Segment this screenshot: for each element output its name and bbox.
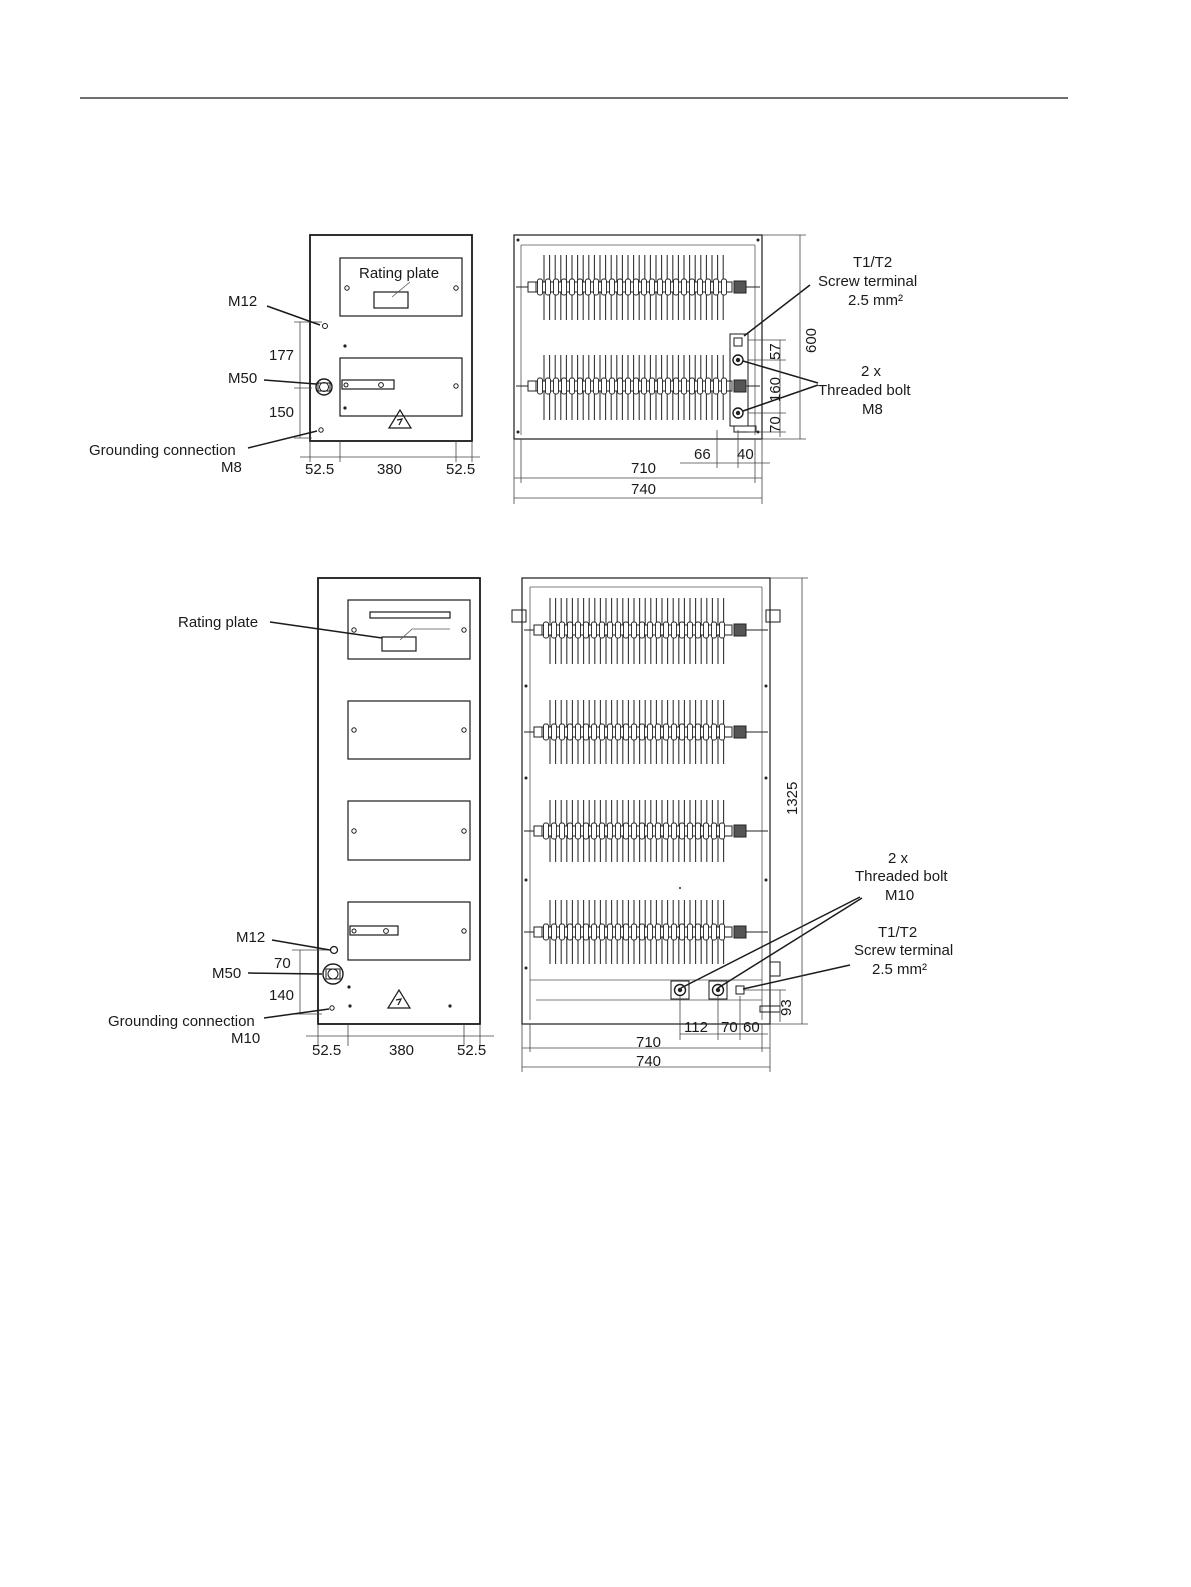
large-ground-size-label: M10: [231, 1030, 260, 1047]
large-resistor-element-2: [524, 700, 768, 764]
small-bolt-size-label: M8: [862, 401, 883, 418]
large-unit-front-view: [512, 578, 862, 1072]
small-terminal-size-label: 2.5 mm²: [848, 292, 903, 309]
small-dim-150: 150: [269, 404, 294, 421]
large-m12-label: M12: [236, 929, 265, 946]
large-bolt-count-label: 2 x: [888, 850, 909, 867]
small-dim-66: 66: [694, 446, 711, 463]
small-dim-177: 177: [269, 347, 294, 364]
large-dim-93: 93: [778, 999, 795, 1016]
small-dim-57: 57: [767, 343, 784, 360]
large-dim-width-right: 52.5: [457, 1042, 486, 1059]
small-dim-70: 70: [767, 416, 784, 433]
small-dim-710: 710: [631, 460, 656, 477]
large-resistor-element-1: [524, 598, 768, 664]
large-bolt-size-label: M10: [885, 887, 914, 904]
small-dim-160: 160: [767, 377, 784, 402]
small-screw-terminal-icon: [734, 338, 742, 346]
large-m50-label: M50: [212, 965, 241, 982]
large-ground-point-icon: [330, 1006, 334, 1010]
small-m50-label: M50: [228, 370, 257, 387]
large-m12-hole-icon: [331, 947, 338, 954]
small-m12-label: M12: [228, 293, 257, 310]
small-resistor-element-top: [516, 255, 760, 320]
large-dim-width-left: 52.5: [312, 1042, 341, 1059]
large-dim-70-bottom: 70: [721, 1019, 738, 1036]
large-m50-gland-icon: [323, 964, 343, 984]
small-dim-600: 600: [803, 328, 820, 353]
small-ground-leader: [248, 431, 317, 448]
small-dim-width-left: 52.5: [305, 461, 334, 478]
small-unit-front-view: [514, 235, 818, 504]
large-bolt-type-label: Threaded bolt: [855, 868, 948, 885]
small-m50-gland-icon: [316, 379, 332, 395]
small-bolt-type-label: Threaded bolt: [818, 382, 911, 399]
small-bolt-count-label: 2 x: [861, 363, 882, 380]
large-resistor-element-4: [524, 900, 768, 964]
large-dim-1325: 1325: [784, 782, 801, 815]
small-rating-plate-label: Rating plate: [359, 265, 439, 282]
large-screw-terminal-icon: [736, 986, 744, 994]
small-ground-label: Grounding connection: [89, 442, 236, 459]
small-m12-hole-icon: [323, 324, 328, 329]
large-resistor-element-3: [524, 800, 768, 862]
large-terminal-size-label: 2.5 mm²: [872, 961, 927, 978]
small-m50-leader: [264, 380, 316, 384]
large-dim-70-left: 70: [274, 955, 291, 972]
small-m12-leader: [267, 306, 320, 325]
large-ground-label: Grounding connection: [108, 1013, 255, 1030]
small-terminal-type-label: Screw terminal: [818, 273, 917, 290]
small-dim-width-mid: 380: [377, 461, 402, 478]
large-dim-740: 740: [636, 1053, 661, 1070]
small-dim-40: 40: [737, 446, 754, 463]
large-rating-plate-label: Rating plate: [178, 614, 258, 631]
large-dim-140: 140: [269, 987, 294, 1004]
large-terminal-type-label: Screw terminal: [854, 942, 953, 959]
large-dim-width-mid: 380: [389, 1042, 414, 1059]
small-dim-width-right: 52.5: [446, 461, 475, 478]
small-dim-740: 740: [631, 481, 656, 498]
small-ground-size-label: M8: [221, 459, 242, 476]
large-terminal-label: T1/T2: [878, 924, 917, 941]
small-resistor-element-bottom: [516, 355, 760, 420]
small-terminal-label: T1/T2: [853, 254, 892, 271]
large-dim-112: 112: [684, 1019, 708, 1036]
large-dim-710: 710: [636, 1034, 661, 1051]
small-ground-point-icon: [319, 428, 323, 432]
large-unit-side-view: [248, 578, 494, 1046]
large-dim-60: 60: [743, 1019, 760, 1036]
